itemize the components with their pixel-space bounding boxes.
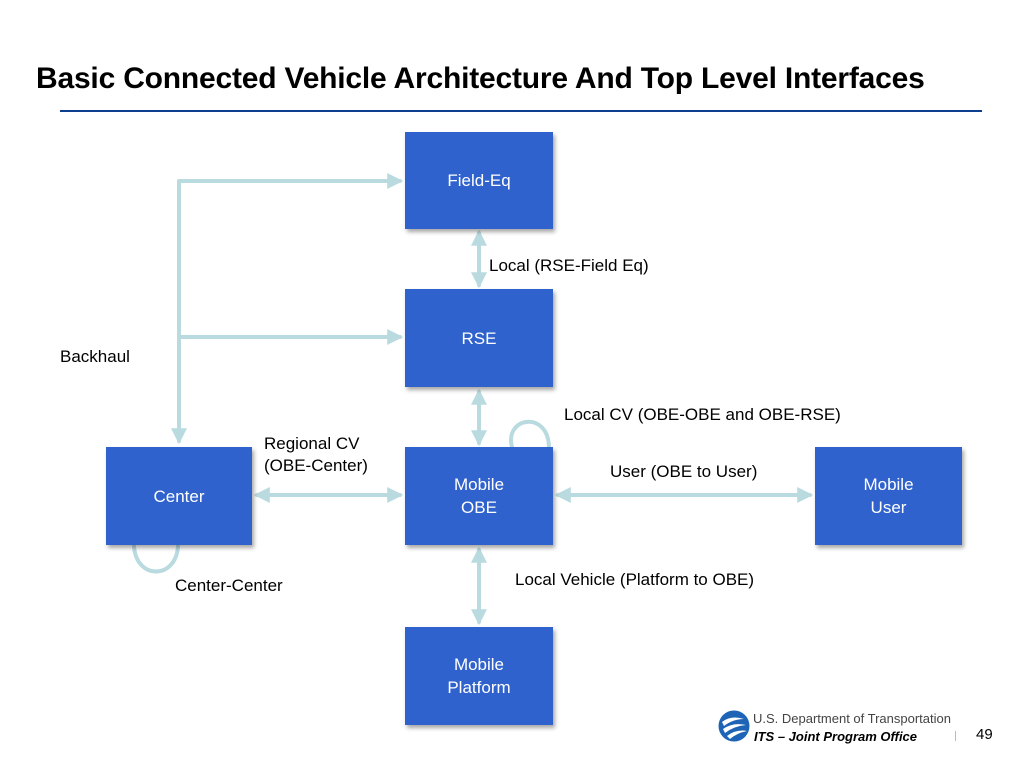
node-field-eq: Field-Eq — [405, 132, 553, 229]
footer-separator — [955, 731, 956, 741]
label-local-vehicle: Local Vehicle (Platform to OBE) — [515, 570, 755, 589]
node-mobile-user: Mobile User — [815, 447, 962, 545]
label-local-rse-field: Local (RSE-Field Eq) — [489, 256, 649, 275]
node-mobile-user-label: Mobile User — [863, 475, 914, 517]
label-regional-cv: Regional CV (OBE-Center) — [264, 434, 368, 475]
node-mobile-platform-label: Mobile Platform — [447, 655, 511, 697]
label-local-cv: Local CV (OBE-OBE and OBE-RSE) — [564, 405, 841, 424]
node-field-eq-label: Field-Eq — [447, 171, 511, 190]
page-number: 49 — [976, 726, 993, 743]
label-user: User (OBE to User) — [610, 462, 758, 481]
backhaul-connector — [171, 173, 404, 445]
node-rse-label: RSE — [461, 328, 497, 348]
node-mobile-obe: Mobile OBE — [405, 447, 553, 545]
title-underline — [60, 110, 982, 112]
label-center-center: Center-Center — [175, 576, 283, 595]
node-rse: RSE — [405, 289, 553, 387]
node-center-label: Center — [153, 486, 205, 506]
center-center-loop — [132, 544, 180, 574]
label-backhaul: Backhaul — [60, 347, 130, 366]
node-center: Center — [106, 447, 252, 545]
node-mobile-obe-label: Mobile OBE — [453, 475, 505, 517]
page-title: Basic Connected Vehicle Architecture And… — [36, 62, 925, 95]
footer-department: U.S. Department of Transportation — [753, 711, 951, 726]
dot-seal-icon — [718, 710, 750, 742]
local-cv-loop — [509, 419, 551, 449]
node-mobile-platform: Mobile Platform — [405, 627, 553, 725]
footer-office: ITS – Joint Program Office — [754, 729, 918, 744]
